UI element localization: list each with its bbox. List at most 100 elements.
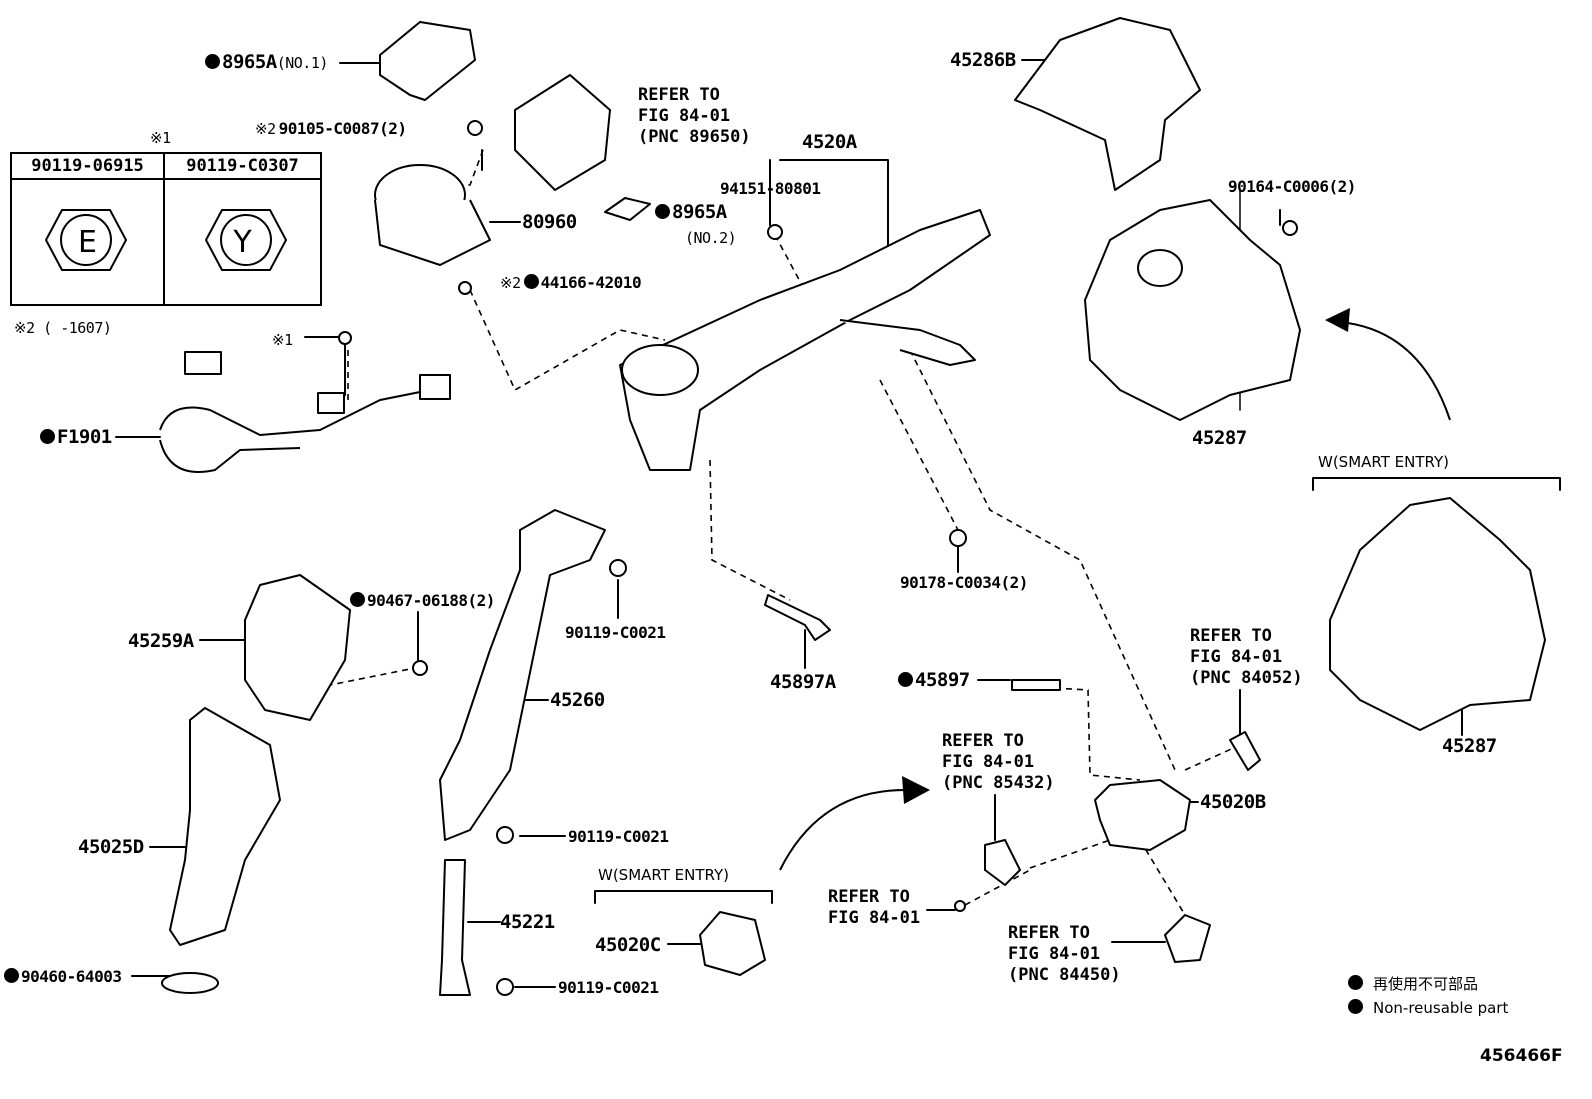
part-45897 (1011, 679, 1061, 691)
part-45897a (764, 594, 831, 641)
part-bolt-90467 (412, 660, 428, 676)
label-90164: 90164-C0006(2) (1228, 177, 1356, 196)
bolt-col2-header: 90119-C0307 (163, 152, 322, 180)
dash-90467 (304, 667, 416, 691)
part-bolt-90119-a (609, 559, 627, 577)
illustration-code: 456466F (1480, 1046, 1563, 1066)
part-45286b (1014, 17, 1201, 191)
dash-45897a (709, 459, 791, 601)
legend: 再使用不可部品 Non-reusable part (1348, 972, 1508, 1020)
label-k1-bolt: ※1 (272, 331, 293, 349)
label-45020b: 45020B (1200, 791, 1266, 813)
legend-en: Non-reusable part (1348, 996, 1508, 1020)
nonreusable-dot (205, 54, 220, 69)
label-45286b: 45286B (950, 49, 1016, 71)
label-45287-top: 45287 (1192, 427, 1247, 449)
part-bolt-90119-b (496, 826, 514, 844)
bracket-smart-entry-bottom (594, 890, 773, 904)
part-8965a-no1 (379, 21, 476, 101)
label-45897a: 45897A (770, 671, 836, 693)
label-80960: 80960 (522, 211, 577, 233)
bolt-col2-cell: Y (163, 178, 322, 306)
label-8965a-no2: 8965A (655, 202, 727, 223)
part-84450 (1164, 914, 1211, 963)
part-45287-a (1084, 199, 1301, 421)
label-90467: 90467-06188(2) (350, 590, 495, 611)
arrowhead-85432 (902, 776, 930, 804)
dash-45897 (1054, 687, 1141, 781)
part-bolt-90119-c (496, 978, 514, 996)
bolt-col1-header: 90119-06915 (10, 152, 165, 180)
label-94151: 94151-80801 (720, 179, 821, 198)
arrow-to-45287 (1339, 321, 1451, 421)
label-45259a: 45259A (128, 630, 194, 652)
dash-45020b (909, 349, 1176, 771)
part-nut-90178 (949, 529, 967, 547)
label-45260: 45260 (550, 689, 605, 711)
refer-84052: REFER TO FIG 84-01 (PNC 84052) (1190, 626, 1303, 688)
part-45287-b (1329, 497, 1546, 731)
part-90460 (161, 972, 219, 994)
part-85432 (984, 839, 1021, 886)
part-45025d (169, 707, 281, 946)
leader-4520a (779, 159, 889, 261)
label-45221: 45221 (500, 911, 555, 933)
dash-44166 (469, 289, 666, 392)
dash-8401 (964, 869, 1031, 906)
part-bolt-90164 (1282, 220, 1298, 236)
part-45020b (1094, 779, 1191, 851)
label-8965a-no1: 8965A(NO.1) (205, 52, 328, 74)
label-f1901: F1901 (40, 427, 112, 448)
label-8965a-no1-note: (NO.1) (276, 54, 329, 72)
part-ring-44166 (458, 281, 472, 295)
dash-94151 (774, 234, 811, 301)
label-90119-b: 90119-C0021 (568, 827, 669, 846)
part-bolt-k1 (338, 331, 352, 345)
arrowhead-45287 (1325, 308, 1350, 332)
part-8965a-no2 (604, 197, 651, 221)
note-k2-range: ※2 ( -1607) (14, 319, 112, 337)
bolt-table: 90119-06915 90119-C0307 E Y (10, 152, 322, 306)
arrow-to-85432 (779, 789, 906, 871)
part-45020c (699, 911, 766, 976)
part-45259a (244, 574, 351, 721)
dash-90178 (879, 379, 959, 531)
section-smart-entry-bottom: W(SMART ENTRY) (598, 866, 730, 884)
part-45221 (439, 859, 471, 996)
refer-8401: REFER TO FIG 84-01 (828, 887, 921, 928)
label-90119-a: 90119-C0021 (565, 623, 666, 642)
label-8965a-no2-note: (NO.2) (685, 229, 737, 247)
legend-jp: 再使用不可部品 (1348, 972, 1508, 996)
part-screw-8401 (954, 900, 966, 912)
section-smart-entry-top: W(SMART ENTRY) (1318, 453, 1450, 471)
label-45020c: 45020C (595, 934, 661, 956)
label-45287-bottom: 45287 (1442, 735, 1497, 757)
part-bolt-90105 (467, 120, 483, 136)
note-k1-table: ※1 (150, 129, 171, 147)
dash-84052 (1184, 744, 1241, 771)
bracket-smart-entry-top (1312, 477, 1561, 491)
part-84052 (1229, 731, 1261, 771)
refer-85432: REFER TO FIG 84-01 (PNC 85432) (942, 731, 1055, 793)
refer-89650: REFER TO FIG 84-01 (PNC 89650) (638, 85, 751, 147)
bolt-col1-cell: E (10, 178, 165, 306)
label-45897: 45897 (898, 670, 970, 691)
bolt-mark-e: E (78, 224, 97, 260)
label-90460: 90460-64003 (4, 966, 122, 987)
part-steering-column (619, 209, 991, 471)
label-45025d: 45025D (78, 836, 144, 858)
part-45260 (439, 509, 606, 841)
part-nut-94151 (767, 224, 783, 240)
part-module-89650 (514, 74, 611, 191)
label-90119-c: 90119-C0021 (558, 978, 659, 997)
dash-90105 (448, 149, 484, 186)
dash-84450 (1139, 839, 1186, 916)
label-90178: 90178-C0034(2) (900, 573, 1028, 592)
label-4520a: 4520A (802, 131, 857, 153)
bolt-mark-y: Y (233, 224, 252, 260)
refer-84450: REFER TO FIG 84-01 (PNC 84450) (1008, 923, 1121, 985)
part-f1901 (159, 389, 431, 436)
